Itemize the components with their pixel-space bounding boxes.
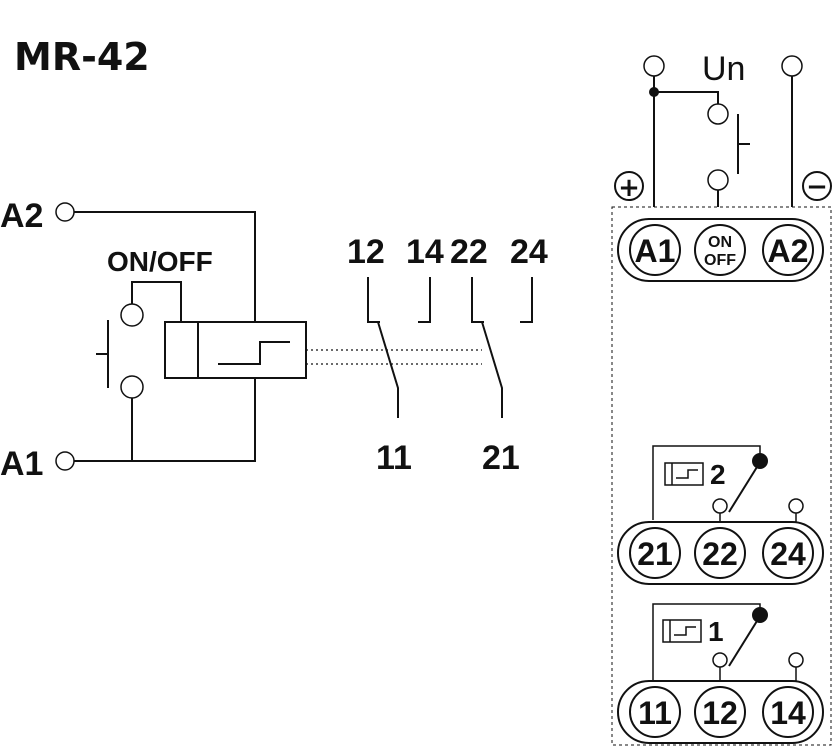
relay1-number: 1	[708, 616, 724, 647]
relay1-coil-box	[662, 619, 702, 643]
supply-terminal-right	[781, 55, 803, 77]
relay2-symbol: 2	[652, 445, 804, 522]
contact-21-blade	[481, 321, 503, 418]
supply-wire-switch	[654, 91, 719, 104]
terminal-24	[762, 527, 814, 579]
plus-marker: +	[618, 173, 640, 203]
module-switch-upper-contact	[707, 103, 729, 125]
relay1-pivot	[752, 607, 768, 623]
terminal-12-label: 12	[702, 695, 738, 731]
din-module: Un + − A1 ON OFF A2 2	[611, 50, 832, 746]
wire-a1	[74, 378, 256, 462]
relay1-contact-12	[712, 652, 728, 668]
terminal-22-label: 22	[702, 536, 738, 572]
contact-12-terminal	[367, 277, 380, 323]
terminal-21	[629, 527, 681, 579]
terminal-off-label: OFF	[704, 252, 736, 269]
relay2-common-wire	[652, 445, 761, 520]
terminal-on-off	[694, 224, 746, 276]
relay-schematic: A2 A1 ON/OFF 12 14 22 24 11 21	[0, 197, 548, 483]
relay2-contact-22	[712, 498, 728, 514]
terminal-14-label: 14	[770, 695, 806, 731]
contact-label-22: 22	[450, 233, 488, 271]
terminal-11-label: 11	[638, 695, 672, 731]
contact-22-terminal	[471, 277, 484, 323]
relay2-blade	[728, 466, 758, 513]
contact-label-21: 21	[482, 439, 520, 477]
terminal-11	[629, 686, 681, 738]
terminal-12	[694, 686, 746, 738]
terminal-label-a2: A2	[0, 197, 43, 235]
terminal-label-a1: A1	[0, 445, 43, 483]
minus-marker: −	[806, 172, 828, 202]
relay1-symbol: 1	[652, 603, 804, 681]
terminal-14	[762, 686, 814, 738]
switch-lower-contact	[120, 375, 144, 399]
contact-label-24: 24	[510, 233, 548, 271]
contact-14-terminal	[418, 277, 431, 323]
row1-terminal-strip	[617, 680, 824, 744]
supply-terminal-left	[643, 55, 665, 77]
contact-label-11: 11	[376, 439, 412, 477]
relay2-pivot	[752, 453, 768, 469]
contact-label-14: 14	[406, 233, 444, 271]
terminal-21-label: 21	[637, 536, 673, 572]
relay2-step	[676, 469, 698, 479]
relay2-contact-24	[788, 498, 804, 514]
terminal-22	[694, 527, 746, 579]
relay1-step	[674, 626, 696, 636]
module-switch-lower-contact	[707, 169, 729, 191]
terminal-a2-label: A2	[768, 233, 809, 269]
terminal-a1-label: A1	[635, 233, 676, 269]
row2-terminal-strip	[617, 521, 824, 585]
switch-wire-upper	[131, 281, 182, 322]
relay-box	[164, 321, 307, 379]
terminal-24-label: 24	[770, 536, 806, 572]
supply-label: Un	[702, 50, 745, 88]
module-outline	[611, 206, 832, 746]
terminal-a1-circle	[55, 451, 75, 471]
wire-a2	[74, 211, 256, 322]
page-title: MR-42	[14, 35, 150, 79]
relay2-coil-box	[664, 462, 704, 486]
relay1-blade	[728, 620, 758, 667]
relay-step-symbol	[218, 341, 290, 365]
terminal-a2-circle	[55, 202, 75, 222]
contact-11-blade	[377, 321, 399, 418]
relay2-number: 2	[710, 459, 726, 490]
switch-label: ON/OFF	[107, 246, 213, 277]
terminal-a1	[629, 224, 681, 276]
terminal-a2	[762, 224, 814, 276]
plus-marker-circle	[614, 171, 644, 201]
contact-24-terminal	[520, 277, 533, 323]
top-terminal-strip	[617, 218, 824, 282]
relay1-contact-14	[788, 652, 804, 668]
switch-upper-contact	[120, 303, 144, 327]
terminal-on-label: ON	[708, 234, 732, 251]
minus-marker-circle	[802, 171, 832, 201]
contact-label-12: 12	[347, 233, 385, 271]
